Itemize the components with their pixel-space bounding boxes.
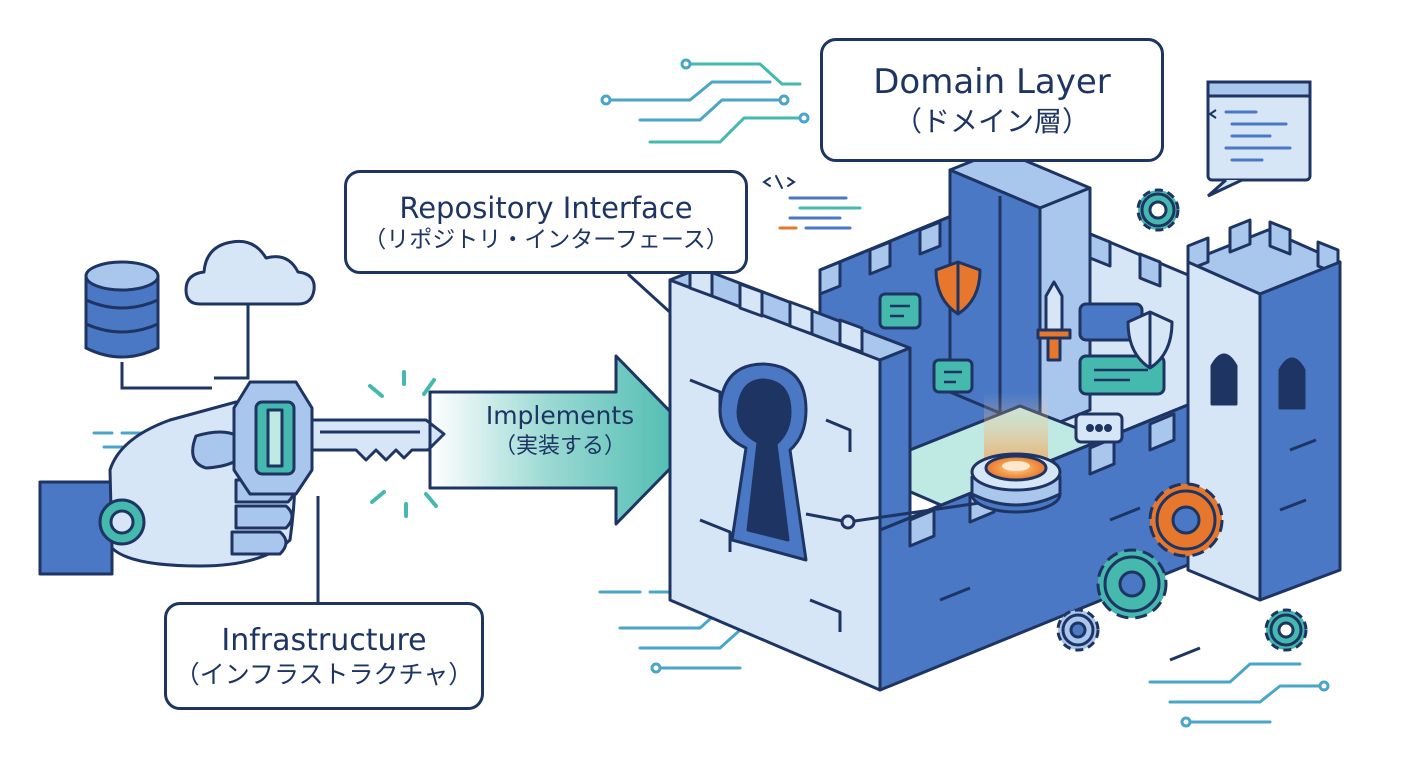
implements-label: Implements （実装する） — [440, 400, 680, 461]
cloud-icon — [184, 239, 316, 380]
ui-panel-icons — [878, 292, 1166, 444]
implements-subtitle: （実装する） — [493, 433, 626, 459]
domain-layer-title: Domain Layer — [873, 62, 1111, 103]
code-window-icon — [1206, 80, 1312, 198]
sparkle-lines — [368, 370, 438, 518]
infrastructure-label: Infrastructure （インフラストラクチャ） — [164, 602, 484, 710]
circuit-lines-bottom-right — [1148, 662, 1330, 728]
repository-interface-subtitle: （リポジトリ・インターフェース） — [363, 226, 729, 253]
core-orb-icon — [970, 392, 1062, 514]
repository-interface-title: Repository Interface — [399, 190, 693, 225]
domain-layer-label: Domain Layer （ドメイン層） — [820, 38, 1164, 162]
database-icon — [84, 260, 212, 390]
sword-icon — [1036, 280, 1072, 362]
domain-layer-subtitle: （ドメイン層） — [893, 104, 1090, 138]
shield-icon — [934, 260, 1174, 370]
infrastructure-title: Infrastructure — [221, 622, 427, 658]
infrastructure-subtitle: （インフラストラクチャ） — [174, 660, 474, 690]
implements-arrow — [428, 354, 700, 526]
key-icon — [232, 380, 446, 496]
code-snippet-lines — [762, 175, 862, 230]
repository-interface-label: Repository Interface （リポジトリ・インターフェース） — [344, 170, 748, 274]
keyhole-icon — [718, 362, 808, 562]
circuit-node — [840, 514, 856, 530]
implements-title: Implements — [485, 401, 635, 430]
gear-icon — [1056, 188, 1308, 652]
circuit-lines-top — [600, 58, 810, 144]
